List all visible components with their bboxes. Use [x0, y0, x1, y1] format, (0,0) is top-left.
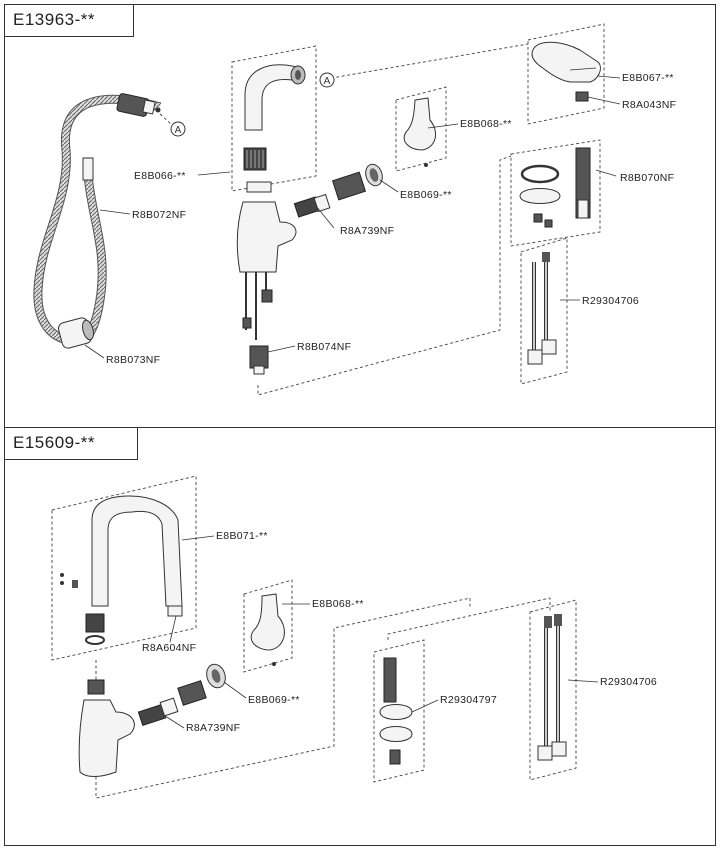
part-label: R8B073NF [106, 354, 161, 366]
part-label: R29304706 [582, 295, 639, 307]
part-label: E8B071-** [216, 530, 268, 542]
part-label: R8A739NF [340, 225, 395, 237]
model-label: E13963-** [5, 5, 134, 37]
part-label: R8B070NF [620, 172, 675, 184]
part-label: R29304706 [600, 676, 657, 688]
part-label: R8A604NF [142, 642, 197, 654]
part-label: R8A739NF [186, 722, 241, 734]
part-label: E8B066-** [134, 170, 186, 182]
model-label: E15609-** [5, 428, 138, 460]
part-label: R8A043NF [622, 99, 677, 111]
part-label: E8B067-** [622, 72, 674, 84]
part-label: E8B068-** [312, 598, 364, 610]
part-label: E8B068-** [460, 118, 512, 130]
diagram-panel-e15609: E15609-** [4, 427, 716, 846]
part-label: R8B072NF [132, 209, 187, 221]
part-label: E8B069-** [248, 694, 300, 706]
part-label: R29304797 [440, 694, 497, 706]
part-label: E8B069-** [400, 189, 452, 201]
part-label: R8B074NF [297, 341, 352, 353]
